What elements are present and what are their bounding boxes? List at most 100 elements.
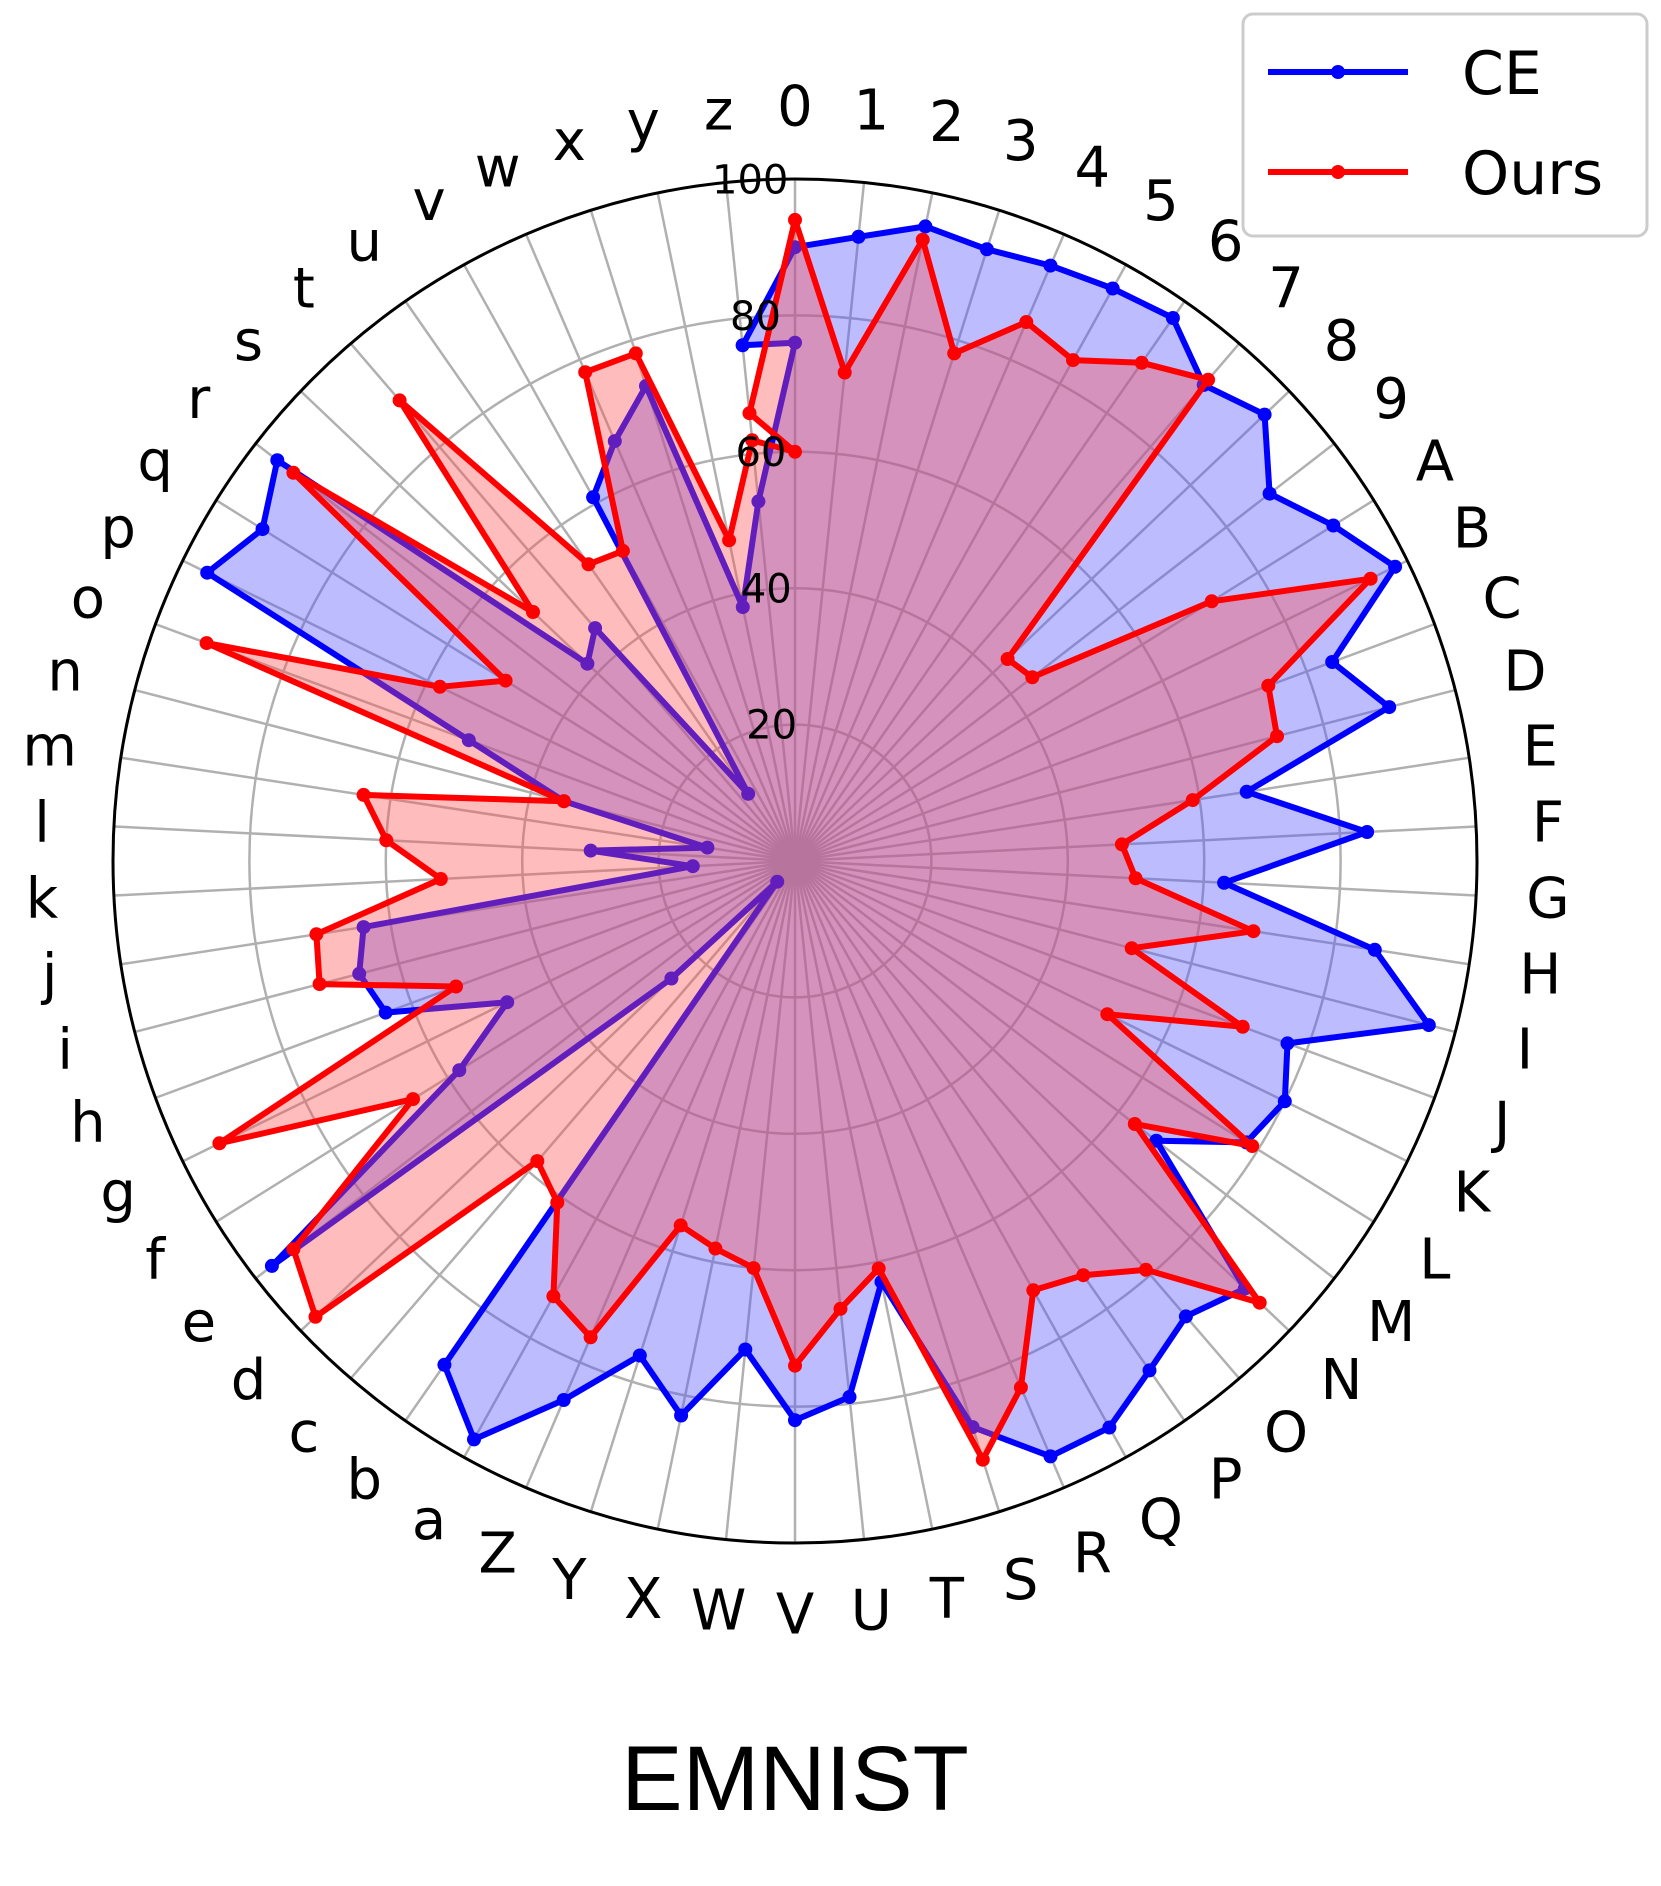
- grid-spoke: [794, 859, 1435, 1100]
- data-point-ours-C: [1261, 678, 1276, 693]
- category-label-9: 9: [1373, 367, 1409, 432]
- data-point-ce-H: [1367, 942, 1382, 957]
- data-point-ce-R: [1043, 1449, 1058, 1464]
- category-label-J: J: [1491, 1090, 1511, 1155]
- grid-spoke: [462, 860, 797, 1458]
- grid-spoke: [793, 209, 1001, 862]
- data-point-ours-X: [708, 1241, 723, 1256]
- data-point-ce-5: [1105, 281, 1120, 296]
- data-point-ours-w: [578, 365, 593, 380]
- data-point-ce-C: [1325, 655, 1340, 669]
- data-point-ours-a: [546, 1289, 561, 1304]
- data-point-ours-O: [1138, 1262, 1153, 1277]
- data-point-ours-q: [498, 673, 513, 688]
- category-label-A: A: [1416, 430, 1454, 495]
- data-point-ours-6: [1134, 355, 1149, 370]
- data-point-ce-4: [1043, 258, 1058, 273]
- category-label-y: y: [627, 90, 660, 155]
- grid-spoke: [794, 860, 1336, 1280]
- data-point-ce-j: [356, 920, 371, 935]
- data-point-ce-q: [255, 522, 270, 537]
- data-point-ours-0: [788, 444, 802, 459]
- data-point-ce-d: [664, 971, 679, 986]
- data-point-ours-f: [406, 1092, 420, 1107]
- data-point-ce-w: [607, 434, 622, 449]
- r-tick-label: 40: [741, 566, 792, 612]
- data-point-ce-I: [1421, 1018, 1436, 1033]
- data-point-ours-Q: [1026, 1283, 1041, 1298]
- category-label-U: U: [851, 1579, 892, 1644]
- data-point-ours-v: [615, 543, 630, 558]
- category-label-1: 1: [853, 78, 889, 143]
- data-point-ours-U: [833, 1301, 848, 1316]
- grid-spoke: [794, 442, 1336, 862]
- data-point-ours-B: [1363, 571, 1378, 586]
- grid-spoke: [794, 860, 1241, 1380]
- data-point-ce-U: [842, 1390, 857, 1404]
- category-label-t: t: [293, 256, 315, 321]
- data-point-ours-undefined: [788, 212, 802, 227]
- category-label-I: I: [1517, 1018, 1534, 1083]
- data-point-ours-e: [286, 1242, 301, 1257]
- legend[interactable]: CE Ours: [1241, 12, 1649, 238]
- data-point-ours-V: [788, 1358, 802, 1373]
- data-point-ours-Y: [673, 1218, 688, 1233]
- data-point-ce-i: [352, 966, 367, 981]
- data-point-ce-M: [1149, 1133, 1164, 1148]
- category-label-S: S: [1003, 1548, 1039, 1613]
- category-label-C: C: [1483, 567, 1522, 632]
- data-point-ours-r: [286, 465, 301, 480]
- category-label-s: s: [234, 309, 263, 374]
- grid-spoke: [182, 859, 796, 1163]
- category-label-8: 8: [1324, 309, 1360, 374]
- category-label-6: 6: [1208, 210, 1244, 275]
- legend-label-ours[interactable]: Ours: [1462, 139, 1603, 209]
- category-label-u: u: [347, 210, 383, 275]
- category-label-h: h: [70, 1090, 106, 1155]
- data-point-ours-o: [199, 636, 214, 651]
- grid-spoke: [793, 182, 866, 862]
- data-point-ce-s: [580, 656, 595, 671]
- data-point-ours-N: [1252, 1295, 1267, 1310]
- data-point-ours-y: [722, 533, 737, 548]
- data-point-ce-P: [1142, 1363, 1157, 1378]
- category-label-V: V: [776, 1583, 814, 1648]
- data-point-ours-H: [1246, 924, 1261, 939]
- category-label-K: K: [1454, 1161, 1492, 1226]
- grid-spoke: [793, 860, 1128, 1458]
- grid-spoke: [524, 233, 797, 862]
- grid-spoke: [254, 442, 796, 862]
- category-label-3: 3: [1003, 109, 1039, 174]
- grid-spoke: [589, 209, 797, 862]
- legend-label-ce[interactable]: CE: [1462, 39, 1542, 109]
- grid-spoke: [793, 192, 934, 862]
- data-point-ce-l: [583, 843, 598, 858]
- series-area-ours: [206, 219, 1371, 1460]
- data-point-ce-b: [437, 1357, 452, 1372]
- category-label-X: X: [624, 1567, 662, 1632]
- data-point-ce-O: [1178, 1309, 1193, 1324]
- category-label-d: d: [231, 1348, 267, 1413]
- data-point-ours-4: [1019, 315, 1034, 329]
- data-point-ce-J: [1280, 1036, 1295, 1051]
- category-label-m: m: [22, 714, 77, 779]
- data-point-ce-V: [788, 1413, 802, 1428]
- grid-spoke: [794, 559, 1408, 863]
- category-label-r: r: [187, 367, 211, 432]
- data-point-ce-v: [586, 490, 601, 505]
- data-point-ce-W: [738, 1342, 753, 1357]
- category-label-R: R: [1073, 1521, 1112, 1586]
- category-label-f: f: [145, 1227, 166, 1292]
- data-point-ours-undefined: [742, 406, 757, 421]
- grid-spoke: [793, 233, 1066, 862]
- data-point-ours-j: [309, 927, 324, 942]
- data-point-ours-T: [871, 1261, 886, 1276]
- data-point-ce-a: [467, 1432, 481, 1447]
- data-point-ce-c: [770, 874, 785, 889]
- data-point-ours-3: [947, 346, 962, 361]
- data-point-ours-1: [837, 365, 852, 380]
- data-point-ours-D: [1270, 729, 1284, 744]
- data-point-ce-1: [851, 229, 866, 244]
- category-label-k: k: [26, 867, 59, 932]
